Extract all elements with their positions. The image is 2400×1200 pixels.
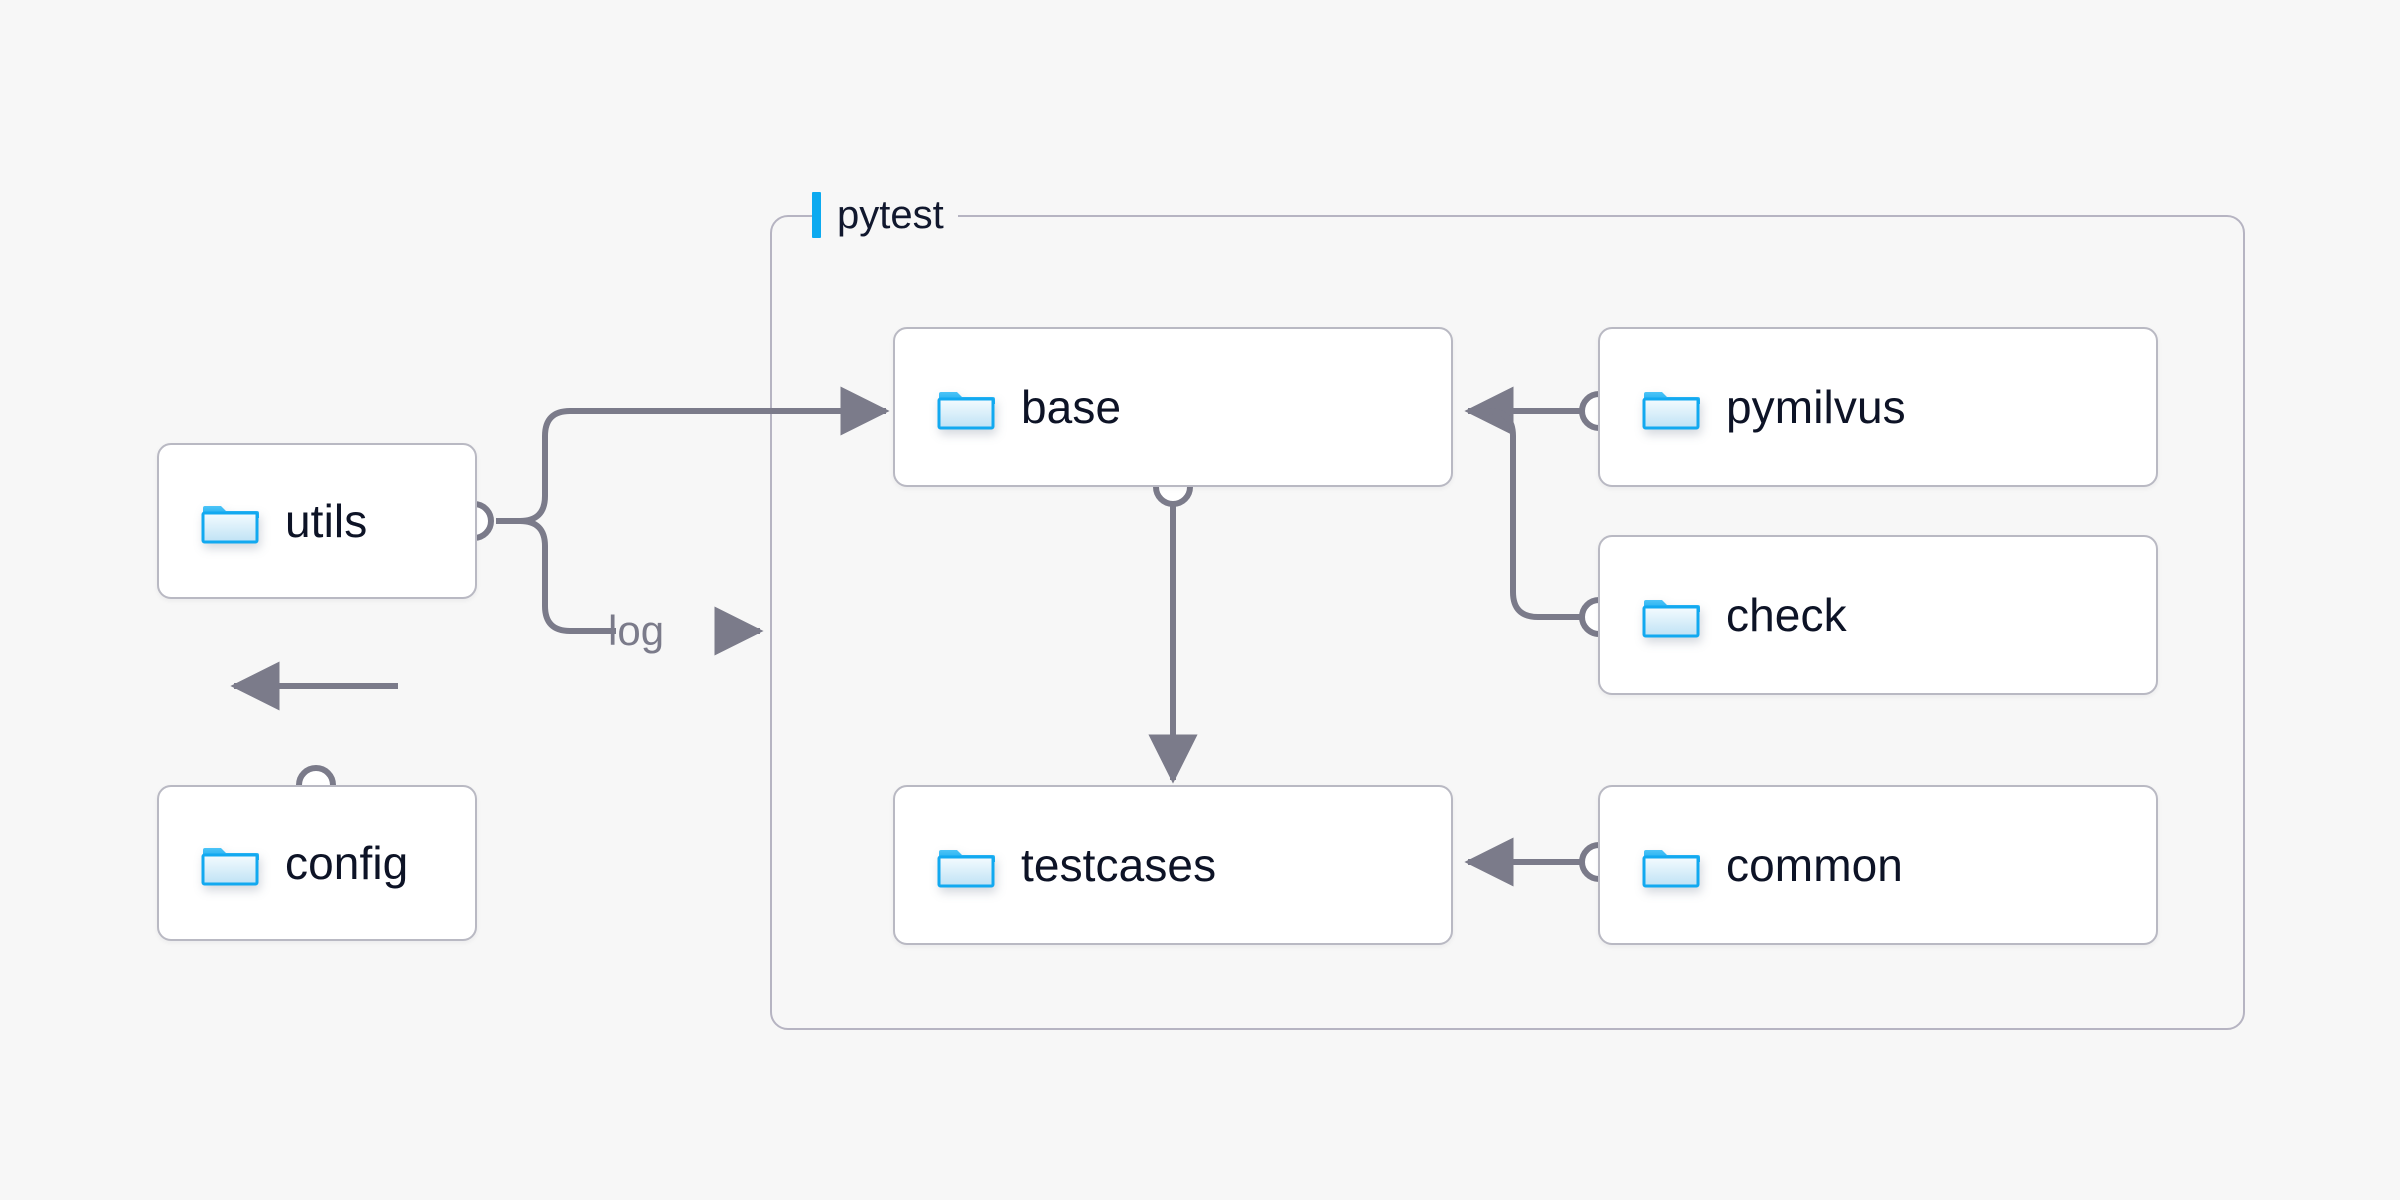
node-common[interactable]: common bbox=[1598, 785, 2158, 945]
accent-bar-icon bbox=[812, 192, 821, 238]
edge-utils-log bbox=[496, 518, 616, 634]
node-label: base bbox=[1021, 381, 1122, 433]
node-testcases[interactable]: testcases bbox=[893, 785, 1453, 945]
node-label: utils bbox=[285, 495, 368, 547]
node-label: config bbox=[285, 837, 409, 889]
folder-icon bbox=[1642, 842, 1700, 888]
folder-icon bbox=[1642, 592, 1700, 638]
edge-label-log: log bbox=[608, 607, 665, 654]
folder-icon bbox=[201, 840, 259, 886]
group-frame-pytest bbox=[770, 215, 2245, 1030]
group-title-pytest: pytest bbox=[812, 188, 958, 242]
node-label: check bbox=[1726, 589, 1847, 641]
folder-icon bbox=[937, 384, 995, 430]
node-base[interactable]: base bbox=[893, 327, 1453, 487]
node-label: common bbox=[1726, 839, 1903, 891]
folder-icon bbox=[1642, 384, 1700, 430]
node-check[interactable]: check bbox=[1598, 535, 2158, 695]
node-pymilvus[interactable]: pymilvus bbox=[1598, 327, 2158, 487]
node-config[interactable]: config bbox=[157, 785, 477, 941]
node-label: pymilvus bbox=[1726, 381, 1906, 433]
node-utils[interactable]: utils bbox=[157, 443, 477, 599]
folder-icon bbox=[937, 842, 995, 888]
node-label: testcases bbox=[1021, 839, 1217, 891]
folder-icon bbox=[201, 498, 259, 544]
group-title-label: pytest bbox=[837, 192, 944, 237]
